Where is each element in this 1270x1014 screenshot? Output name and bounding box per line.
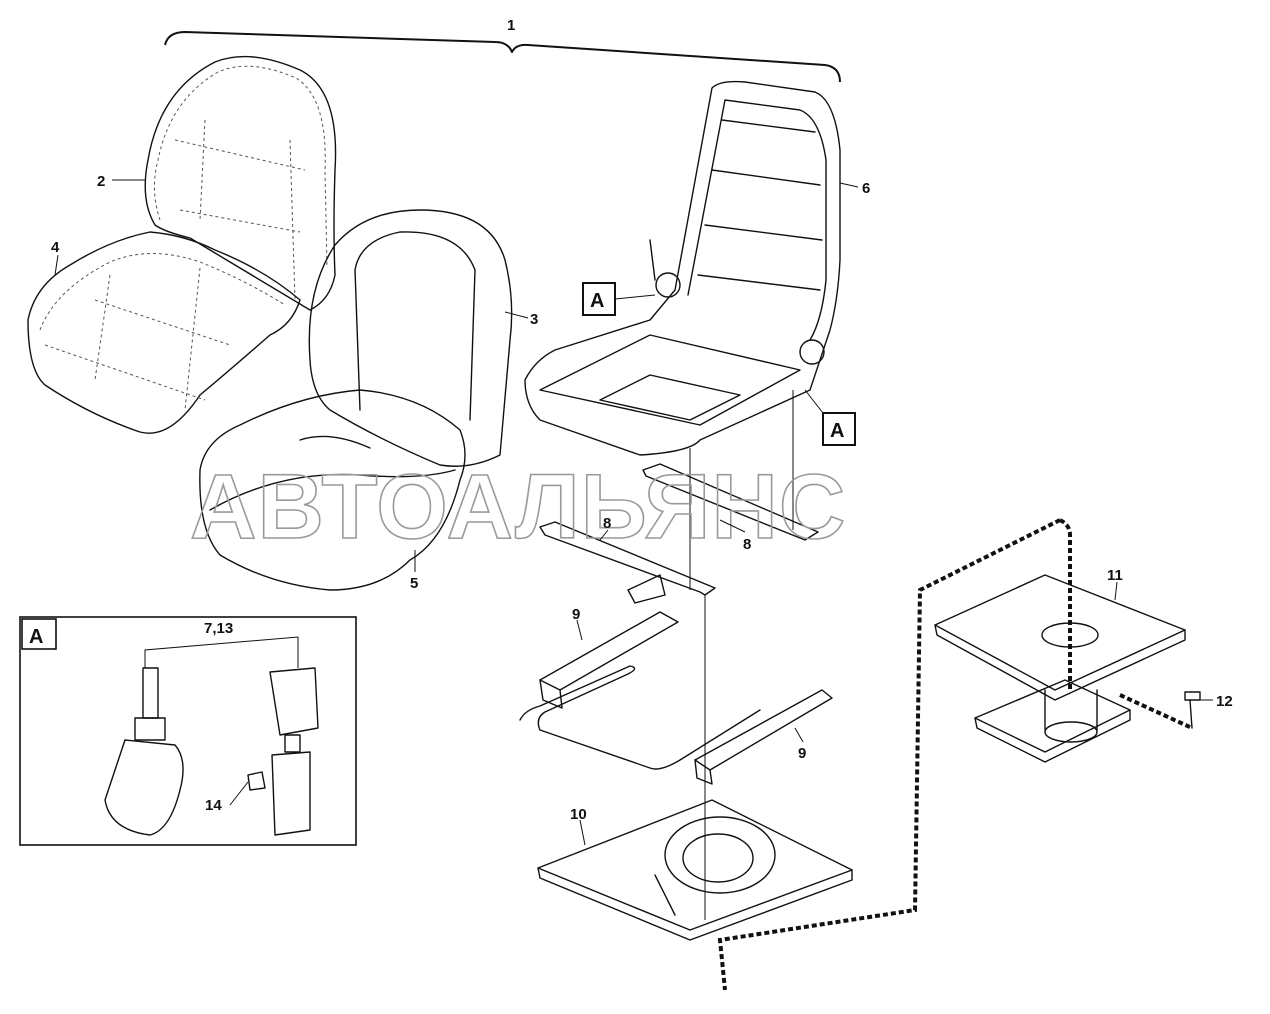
assembly-bracket xyxy=(164,31,841,83)
bolt xyxy=(1184,691,1201,729)
second-backrest xyxy=(308,209,513,467)
guide-line-upper xyxy=(1059,518,1072,690)
label-9a: 9 xyxy=(572,606,580,623)
label-9b: 9 xyxy=(798,745,806,762)
label-12: 12 xyxy=(1216,693,1233,710)
label-6: 6 xyxy=(862,180,870,197)
seat-cushion xyxy=(27,231,301,434)
backrest-cushion xyxy=(144,55,337,311)
watermark-text: АВТОАЛЬЯНС xyxy=(190,456,846,558)
callout-a-lower-text: A xyxy=(830,420,844,442)
guide-line-bolt xyxy=(1119,693,1193,730)
callout-a-lower: A xyxy=(804,389,856,446)
guide-line-left xyxy=(717,518,1061,991)
label-5: 5 xyxy=(410,575,418,592)
label-11: 11 xyxy=(1107,567,1123,584)
label-4: 4 xyxy=(51,239,60,256)
slide-assembly-left xyxy=(519,611,761,770)
label-1: 1 xyxy=(507,17,515,34)
label-10: 10 xyxy=(570,806,587,823)
detail-a-label: A xyxy=(29,626,43,648)
label-8b: 8 xyxy=(743,536,751,553)
callout-a-upper: A xyxy=(582,282,656,316)
detail-a-box xyxy=(19,616,357,846)
second-seat-cushion xyxy=(199,389,466,591)
seat-frame xyxy=(524,80,841,456)
pedestal-mount xyxy=(934,574,1186,763)
label-8a: 8 xyxy=(603,515,611,532)
label-2: 2 xyxy=(97,173,105,190)
label-3: 3 xyxy=(530,311,538,328)
callout-a-upper-text: A xyxy=(590,290,604,312)
swivel-base-plate xyxy=(537,799,853,941)
bracket-small xyxy=(627,574,666,604)
label-14: 14 xyxy=(205,797,222,814)
slide-rail-right xyxy=(642,463,819,541)
label-7-13: 7,13 xyxy=(204,620,233,637)
